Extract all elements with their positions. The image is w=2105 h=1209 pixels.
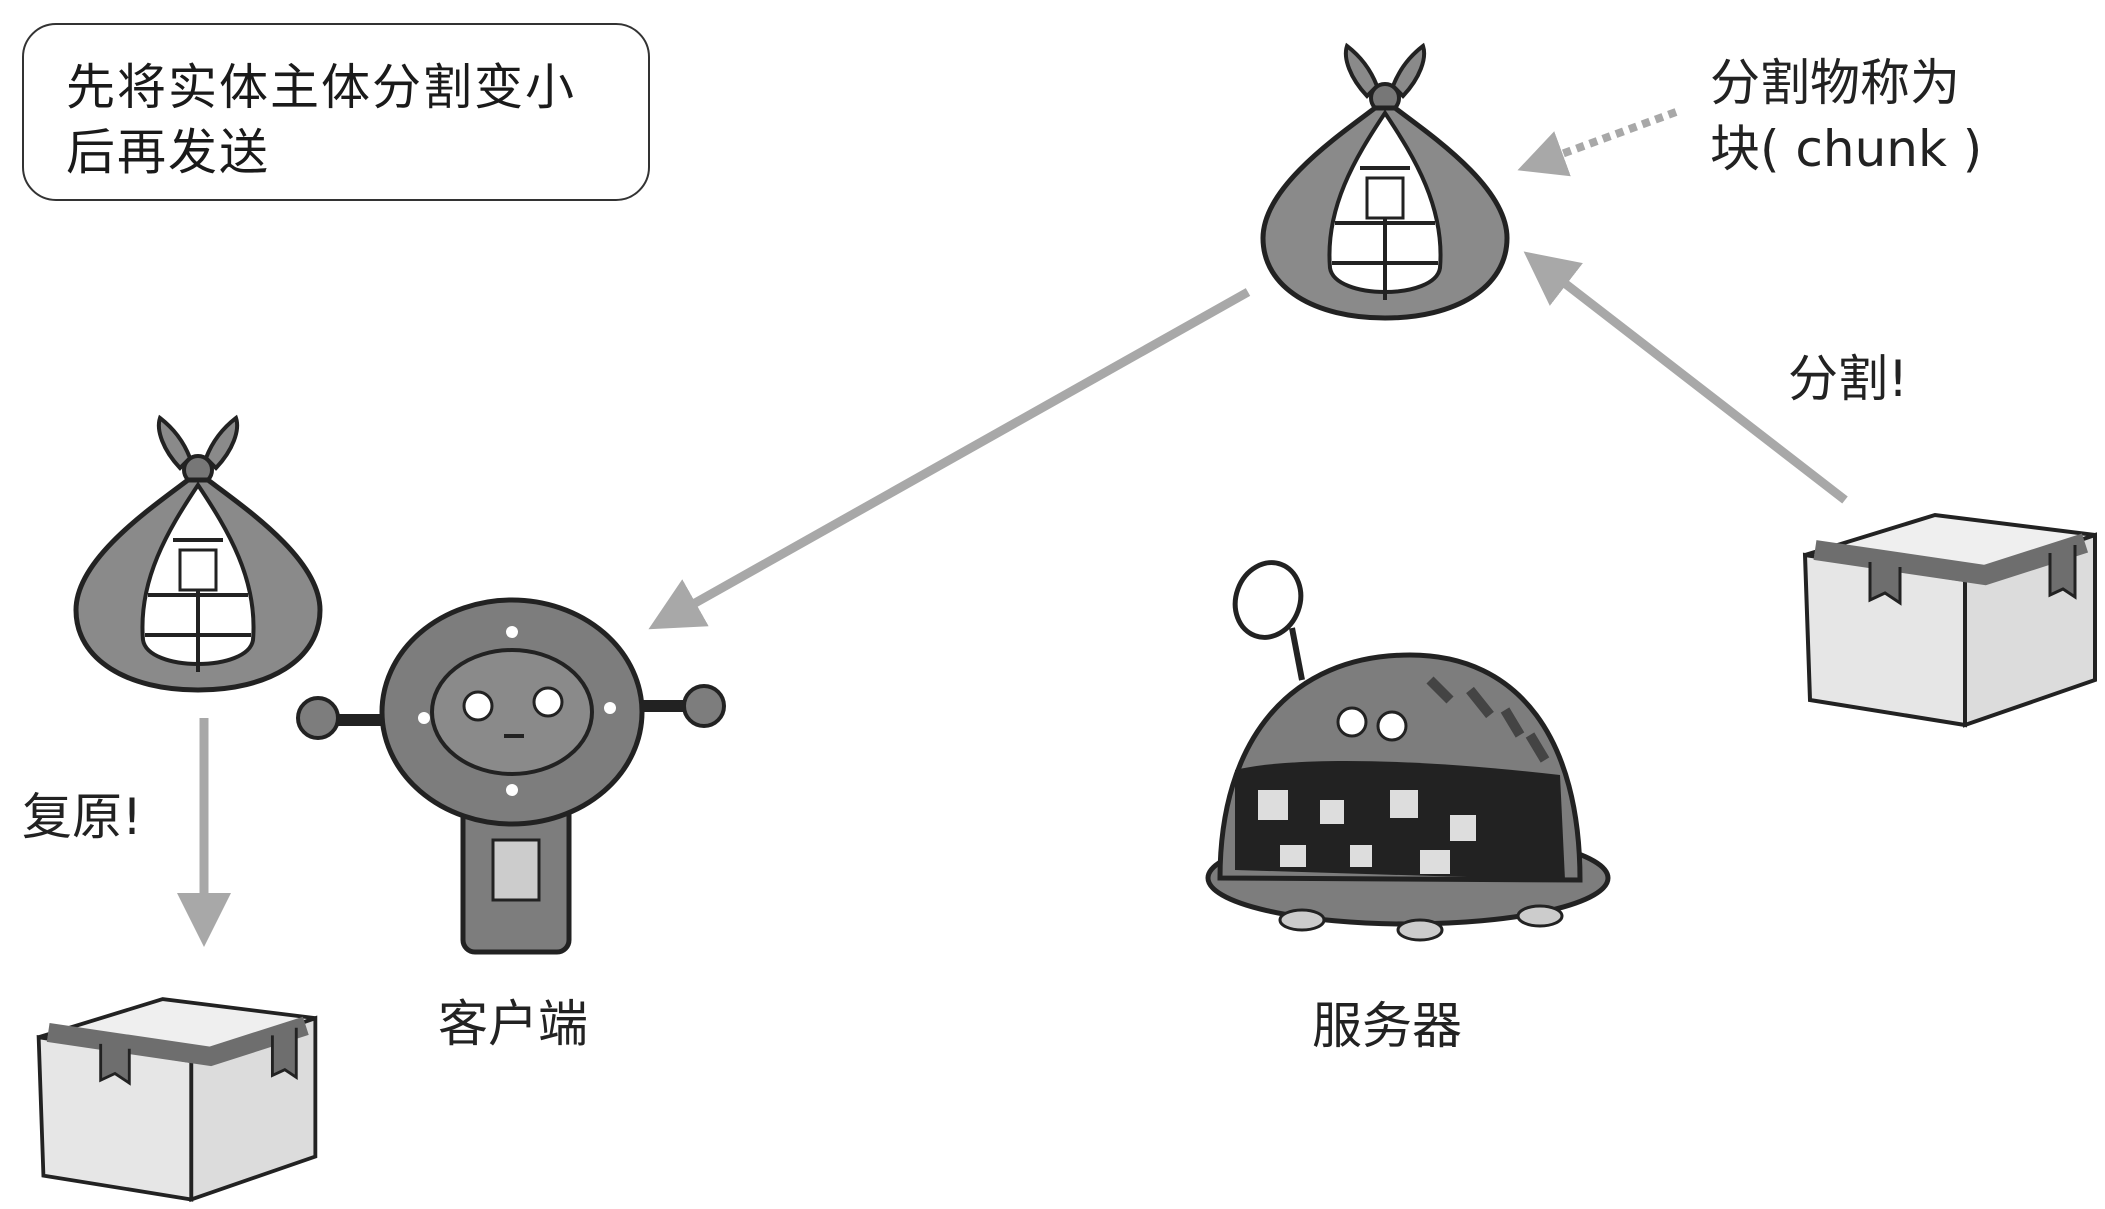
note-line-2: 后再发送 xyxy=(66,124,271,181)
note-box: 先将实体主体分割变小 后再发送 xyxy=(22,23,650,201)
note-line-1: 先将实体主体分割变小 xyxy=(66,59,577,116)
chunk-bundle-top xyxy=(1263,46,1507,318)
arrow-chunk-pointer xyxy=(1517,108,1678,177)
split-label: 分割! xyxy=(1788,350,1909,408)
server-robot-icon xyxy=(1205,560,1611,942)
chunk-bundle-left xyxy=(76,418,320,690)
package-box-bottom xyxy=(39,999,316,1199)
arrow-bundle-to-client xyxy=(648,288,1251,630)
client-label: 客户端 xyxy=(438,995,588,1053)
package-box-right xyxy=(1805,515,2095,725)
client-robot-icon xyxy=(296,597,726,955)
arrow-box-to-bundle xyxy=(1523,251,1848,504)
chunk-label: 分割物称为 块( chunk ) xyxy=(1710,50,1982,182)
restore-label: 复原! xyxy=(22,788,143,846)
server-label: 服务器 xyxy=(1312,997,1462,1055)
chunk-label-line-1: 分割物称为 xyxy=(1710,54,1960,112)
chunk-label-line-2: 块( chunk ) xyxy=(1710,120,1983,178)
